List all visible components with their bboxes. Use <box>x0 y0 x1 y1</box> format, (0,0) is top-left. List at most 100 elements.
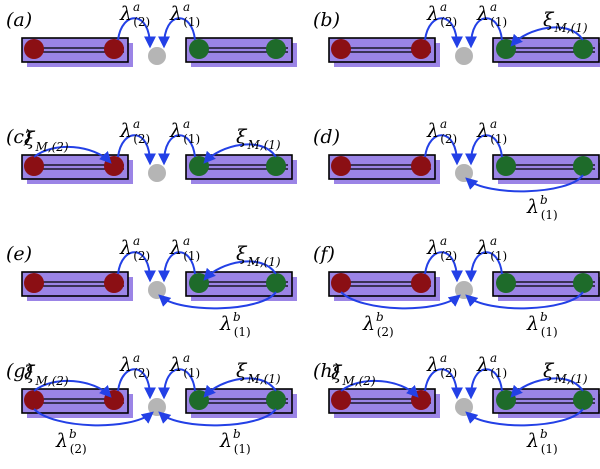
lambda-symbol: λ <box>119 237 132 259</box>
hop-arrow-left <box>424 251 463 283</box>
lambda-superscript: b <box>376 310 384 324</box>
xi-arrow-right <box>510 377 584 398</box>
lambda-superscript: a <box>183 117 190 131</box>
lambda-superscript: a <box>133 351 140 365</box>
panel-a: (a)λa(2)λa(1) <box>6 0 297 67</box>
left-wire-inner-majorana <box>104 273 124 293</box>
lambda-subscript: (2) <box>70 442 87 456</box>
xi-subscript: M,(1) <box>246 372 280 386</box>
quantum-dot <box>148 164 166 182</box>
panel-f: (f) λa(2) λa(1) λ b(2) λb(1) <box>313 234 600 339</box>
lambda-subscript: (2) <box>133 366 150 380</box>
hop-arrow-right <box>465 368 503 400</box>
panel-h: (h)ξM,(2)λa(2)λa(1)ξM,(1)λb(1) <box>313 351 600 456</box>
right-wire-inner-majorana <box>496 273 516 293</box>
panel-label: (f) <box>313 243 335 265</box>
lambda-superscript: a <box>490 351 497 365</box>
right-wire-outline <box>492 37 600 63</box>
coupling-label-lambda: λa(2) <box>426 351 457 380</box>
coupling-label-lambda: λa(1) <box>169 0 200 29</box>
left-wire-outline <box>21 271 129 297</box>
lambda-symbol: λ <box>219 313 232 335</box>
panel-label: (c) <box>6 126 31 148</box>
xi-subscript: M,(1) <box>246 138 280 152</box>
right-wire-outline <box>492 271 600 297</box>
lambda-subscript: (2) <box>440 15 457 29</box>
left-wire-inner-majorana <box>411 156 431 176</box>
xi-symbol: ξ <box>24 362 36 384</box>
coupling-label-xi: ξM,(1) <box>236 126 281 152</box>
lambda-superscript: b <box>233 427 241 441</box>
hop-arrow-right <box>465 134 503 166</box>
lambda-symbol: λ <box>55 430 68 452</box>
right-wire-inner-majorana <box>496 156 516 176</box>
coupling-label-xi: ξM,(2) <box>24 128 69 154</box>
lambda-subscript: (2) <box>440 366 457 380</box>
coupling-label-lambda: λb(1) <box>219 310 251 339</box>
lambda-subscript: (1) <box>183 15 200 29</box>
coupling-label-lambda: λa(2) <box>426 117 457 146</box>
quantum-dot <box>455 164 473 182</box>
lambda-subscript: (1) <box>541 325 558 339</box>
lambda-subscript: (2) <box>377 325 394 339</box>
lambda-symbol: λ <box>526 313 539 335</box>
xi-arrow-right <box>510 26 584 47</box>
bottom-arrow-left <box>33 408 154 427</box>
hop-arrow-left <box>424 17 463 49</box>
right-wire-inner-majorana <box>496 39 516 59</box>
coupling-label-lambda: λb(1) <box>526 310 558 339</box>
left-wire-outline <box>328 154 436 180</box>
lambda-symbol: λ <box>426 120 439 142</box>
coupling-label-lambda: λa(1) <box>169 351 200 380</box>
lambda-superscript: a <box>133 234 140 248</box>
left-wire-inner-majorana <box>104 39 124 59</box>
coupling-label-xi: ξM,(2) <box>24 362 69 388</box>
lambda-subscript: (1) <box>490 366 507 380</box>
lambda-subscript: (1) <box>183 366 200 380</box>
xi-subscript: M,(1) <box>246 255 280 269</box>
coupling-label-lambda: λa(2) <box>119 234 150 263</box>
coupling-label-lambda: λa(2) <box>119 0 150 29</box>
right-wire-outline <box>185 154 293 180</box>
xi-symbol: ξ <box>543 360 555 382</box>
right-wire-outer-majorana <box>266 390 286 410</box>
lambda-superscript: a <box>183 0 190 14</box>
hop-arrow-right <box>158 368 196 400</box>
panel-label: (e) <box>6 243 32 265</box>
bottom-arrow-right <box>465 174 584 193</box>
hop-arrow-right <box>158 134 196 166</box>
lambda-subscript: (2) <box>133 132 150 146</box>
left-wire-outer-majorana <box>24 156 44 176</box>
left-wire-outline <box>21 37 129 63</box>
coupling-label-lambda: λa(1) <box>476 234 507 263</box>
left-wire-inner-majorana <box>411 39 431 59</box>
lambda-subscript: (2) <box>440 132 457 146</box>
coupling-label-xi: ξM,(1) <box>236 243 281 269</box>
left-wire-outline <box>328 271 436 297</box>
hop-arrow-left <box>117 134 156 166</box>
lambda-symbol: λ <box>476 3 489 25</box>
coupling-label-lambda: λa(2) <box>426 234 457 263</box>
right-wire-inner-majorana <box>189 39 209 59</box>
xi-subscript: M,(1) <box>553 21 587 35</box>
left-wire-outline <box>21 388 129 414</box>
left-wire-outer-majorana <box>331 39 351 59</box>
lambda-symbol: λ <box>526 196 539 218</box>
lambda-symbol: λ <box>219 430 232 452</box>
lambda-superscript: b <box>233 310 241 324</box>
left-wire-outer-majorana <box>331 273 351 293</box>
lambda-symbol: λ <box>119 354 132 376</box>
lambda-subscript: (1) <box>490 15 507 29</box>
panel-c: (c)ξM,(2)λa(2)λa(1)ξM,(1) <box>6 117 297 184</box>
right-wire-outline <box>185 388 293 414</box>
panel-g: (g)ξM,(2)λa(2)λa(1)ξM,(1)λb(2)λb(1) <box>6 351 297 456</box>
panel-label: (d) <box>313 126 340 148</box>
xi-arrow-left <box>340 379 419 398</box>
coupling-label-xi: ξM,(1) <box>543 360 588 386</box>
bottom-arrow-left <box>340 291 461 310</box>
coupling-label-lambda: λa(1) <box>476 0 507 29</box>
quantum-dot <box>148 47 166 65</box>
hop-arrow-right <box>158 251 196 283</box>
xi-subscript: M,(2) <box>34 374 68 388</box>
panel-label: (b) <box>313 9 340 31</box>
